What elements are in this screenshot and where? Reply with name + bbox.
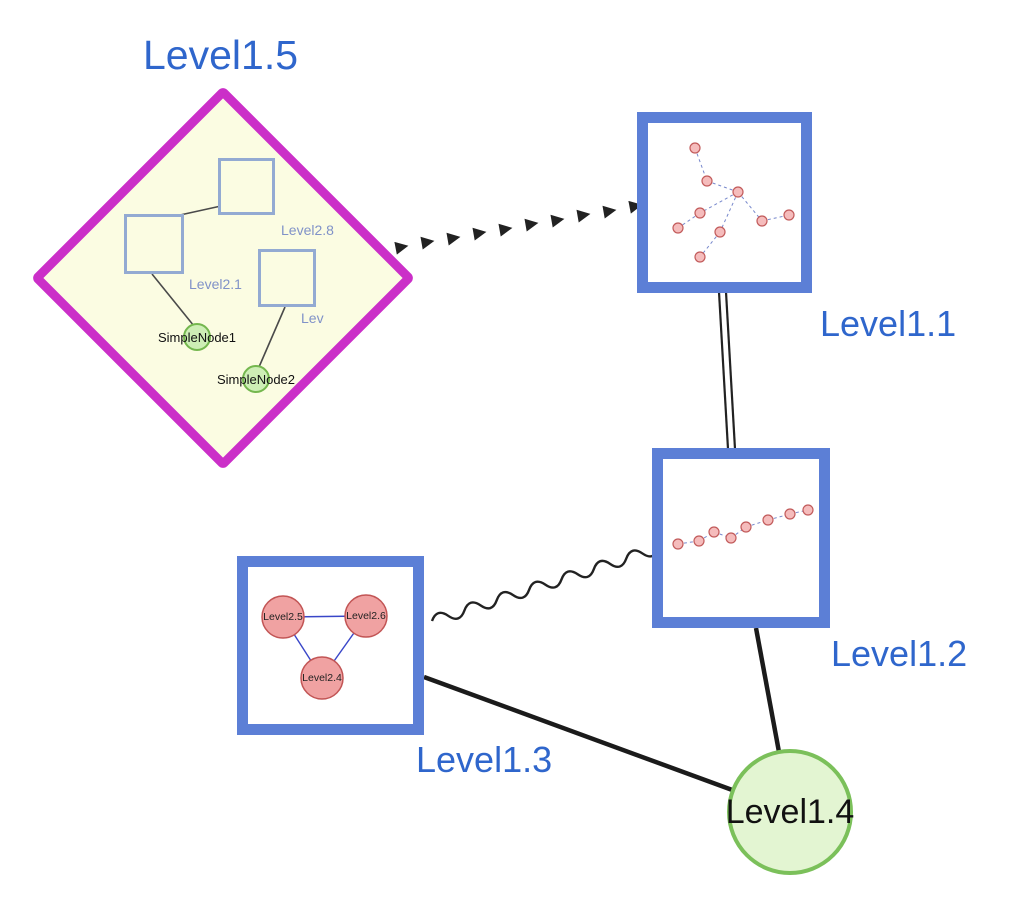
- mini-node[interactable]: [672, 222, 684, 234]
- mini-node[interactable]: [802, 504, 814, 516]
- level2-5-label: Level2.5: [263, 611, 303, 623]
- edge-level11-to-level12[interactable]: [717, 291, 737, 450]
- mini-node[interactable]: [694, 207, 706, 219]
- level1-2-label: Level1.2: [831, 633, 968, 674]
- simplenode2-node[interactable]: [242, 365, 270, 393]
- level1-4-node[interactable]: [727, 749, 853, 875]
- mini-node[interactable]: [725, 532, 737, 544]
- mini-node[interactable]: [701, 175, 713, 187]
- level2-4-node[interactable]: [300, 656, 344, 700]
- mini-node[interactable]: [783, 209, 795, 221]
- mini-node[interactable]: [756, 215, 768, 227]
- level1-4-label: Level1.4: [725, 793, 855, 831]
- edge-level13-to-level12[interactable]: [430, 543, 660, 626]
- mini-node[interactable]: [689, 142, 701, 154]
- level1-5-label: Level1.5: [143, 32, 299, 78]
- lev-node[interactable]: [258, 249, 316, 307]
- mini-node[interactable]: [762, 514, 774, 526]
- level1-3-label: Level1.3: [416, 739, 553, 780]
- edge-level12-to-level14[interactable]: [753, 627, 782, 753]
- lev-label: Lev: [301, 310, 324, 326]
- level1-1-label: Level1.1: [820, 303, 957, 344]
- level2-5-node[interactable]: [261, 595, 305, 639]
- mini-node[interactable]: [740, 521, 752, 533]
- mini-node[interactable]: [672, 538, 684, 550]
- level2-8-node[interactable]: [218, 158, 275, 215]
- simplenode1-label: SimpleNode1: [157, 330, 237, 345]
- mini-node[interactable]: [784, 508, 796, 520]
- level1-1-node[interactable]: [637, 112, 812, 293]
- level1-3-minigraph: [261, 594, 388, 700]
- mini-node[interactable]: [693, 535, 705, 547]
- mini-node[interactable]: [714, 226, 726, 238]
- mini-edges: [677, 147, 790, 258]
- level2-6-label: Level2.6: [346, 610, 386, 622]
- edge-level15-to-level11[interactable]: [394, 200, 643, 255]
- level2-1-node[interactable]: [124, 214, 184, 274]
- simplenode2-label: SimpleNode2: [216, 372, 296, 387]
- level2-6-node[interactable]: [344, 594, 388, 638]
- level1-2-minigraph: [672, 504, 814, 550]
- level1-2-node[interactable]: [652, 448, 830, 628]
- mini-node[interactable]: [708, 526, 720, 538]
- level2-8-label: Level2.8: [281, 222, 334, 238]
- mini-node[interactable]: [694, 251, 706, 263]
- level1-1-minigraph: [672, 142, 795, 263]
- level2-1-label: Level2.1: [189, 276, 242, 292]
- mini-node[interactable]: [732, 186, 744, 198]
- level2-4-label: Level2.4: [302, 672, 342, 684]
- simplenode1-node[interactable]: [183, 323, 211, 351]
- level1-3-node[interactable]: Level2.5 Level2.6 Level2.4: [237, 556, 424, 735]
